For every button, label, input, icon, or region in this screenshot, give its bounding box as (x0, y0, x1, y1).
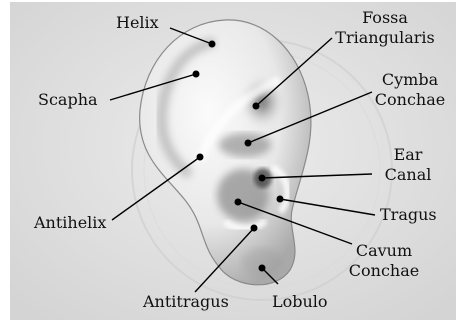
antitragus-label: Antitragus (143, 292, 229, 312)
cavum-dot (235, 199, 242, 206)
cavum-label-line1: Cavum (348, 241, 420, 261)
antitragus-dot (251, 225, 258, 232)
tragus-label: Tragus (380, 205, 437, 225)
helix-label: Helix (116, 13, 159, 33)
lobule-shading (242, 248, 282, 276)
antihelix-label: Antihelix (34, 213, 106, 233)
cymba-dot (245, 140, 252, 147)
lobulo-label: Lobulo (272, 292, 328, 312)
cymba-label-line1: Cymba (370, 70, 450, 90)
ear-canal-label: Ear Canal (378, 145, 438, 185)
cavum-label-line2: Conchae (348, 261, 420, 281)
ear-canal-label-line2: Canal (378, 165, 438, 185)
cymba-label-line2: Conchae (370, 90, 450, 110)
ear-canal-dot (259, 175, 266, 182)
fossa-triangularis-label: Fossa Triangularis (330, 8, 440, 48)
fossa-dot (253, 103, 260, 110)
scapha-label: Scapha (38, 90, 98, 110)
lobulo-dot (259, 265, 266, 272)
antihelix-dot (197, 154, 204, 161)
fossa-label-line1: Fossa (330, 8, 440, 28)
cavum-conchae-label: Cavum Conchae (348, 241, 420, 281)
tragus-dot (277, 196, 284, 203)
fossa-label-line2: Triangularis (330, 28, 440, 48)
cymba-conchae-label: Cymba Conchae (370, 70, 450, 110)
scapha-dot (193, 71, 200, 78)
ear-canal-label-line1: Ear (378, 145, 438, 165)
helix-dot (209, 41, 216, 48)
